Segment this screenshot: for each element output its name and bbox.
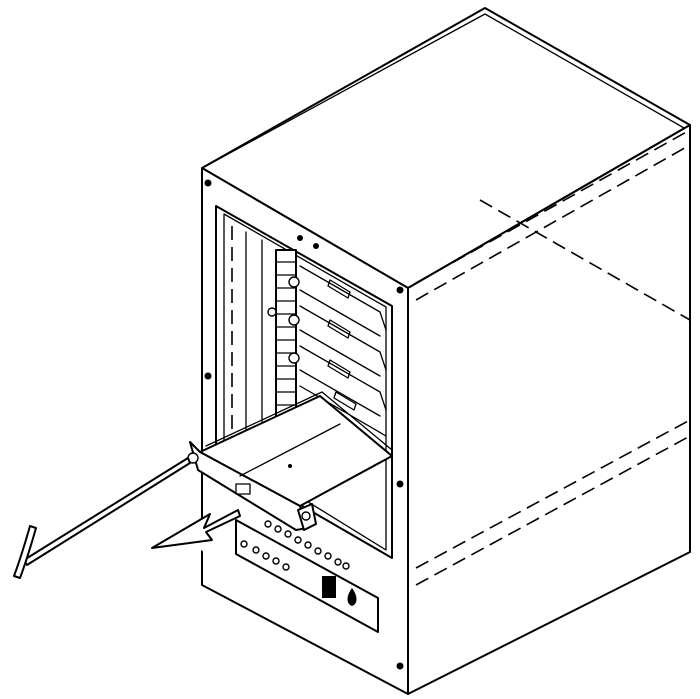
bay-latch-2 [288, 314, 300, 326]
led-1 [264, 520, 272, 528]
tray-rib [239, 423, 341, 477]
drive-tray [187, 391, 393, 531]
led-6 [314, 547, 322, 555]
panel-button-1[interactable] [240, 540, 248, 548]
hidden-edge-bottom-2 [415, 435, 691, 586]
tray-1-handle [327, 279, 351, 299]
usb-port [322, 576, 336, 598]
front-panel-plate [235, 519, 379, 633]
tray-2-handle [327, 319, 351, 339]
screw-7 [297, 235, 303, 241]
tray-3-top [299, 345, 387, 411]
tray-clip [235, 483, 251, 495]
tray-3-bottom [299, 369, 381, 417]
led-2 [274, 525, 282, 533]
bay-latch-1 [288, 276, 300, 288]
tray-2-top [299, 305, 387, 371]
tray-back-edge [205, 391, 393, 451]
hidden-edge-top [415, 129, 691, 284]
hidden-edge-bottom [415, 419, 691, 569]
screw-6 [396, 662, 404, 670]
screw-1 [204, 179, 212, 187]
hex-key-tool[interactable] [13, 457, 191, 579]
tray-3-handle [327, 359, 351, 379]
bay-pin [267, 307, 277, 317]
backplane-ribs [275, 261, 297, 406]
screw-2 [396, 286, 404, 294]
pull-direction-arrow [150, 506, 241, 556]
hidden-edge-top-2 [415, 144, 691, 301]
screw-3 [204, 372, 212, 380]
panel-button-4[interactable] [272, 557, 280, 565]
chassis-top-bevel [205, 13, 685, 167]
tray-1-top [299, 265, 387, 331]
led-7 [324, 552, 332, 560]
led-3 [284, 530, 292, 538]
tray-1-bottom [299, 289, 381, 337]
panel-button-5[interactable] [282, 563, 290, 571]
inserted-trays [299, 265, 387, 437]
panel-button-3[interactable] [262, 552, 270, 560]
panel-button-2[interactable] [252, 546, 260, 554]
led-9 [342, 562, 350, 570]
front-panel [235, 519, 379, 633]
tray-2-bottom [299, 329, 381, 377]
tray-4-edge [299, 385, 387, 437]
screw-4 [396, 480, 404, 488]
tray-release-hole[interactable] [301, 511, 311, 521]
screw-8 [313, 243, 319, 249]
led-4 [294, 536, 302, 544]
power-button-icon[interactable] [347, 588, 357, 606]
bay-latch-3 [288, 352, 300, 364]
indicator-leds [264, 520, 350, 570]
panel-buttons[interactable] [240, 540, 290, 571]
hex-key-handle [13, 525, 37, 579]
hidden-edge-mid [479, 199, 691, 321]
led-8 [334, 558, 342, 566]
tray-4-handle [333, 391, 357, 411]
led-5 [304, 541, 312, 549]
tray-center-hole [288, 464, 292, 468]
bay-inner [223, 213, 387, 551]
arrow-shape [151, 509, 241, 549]
